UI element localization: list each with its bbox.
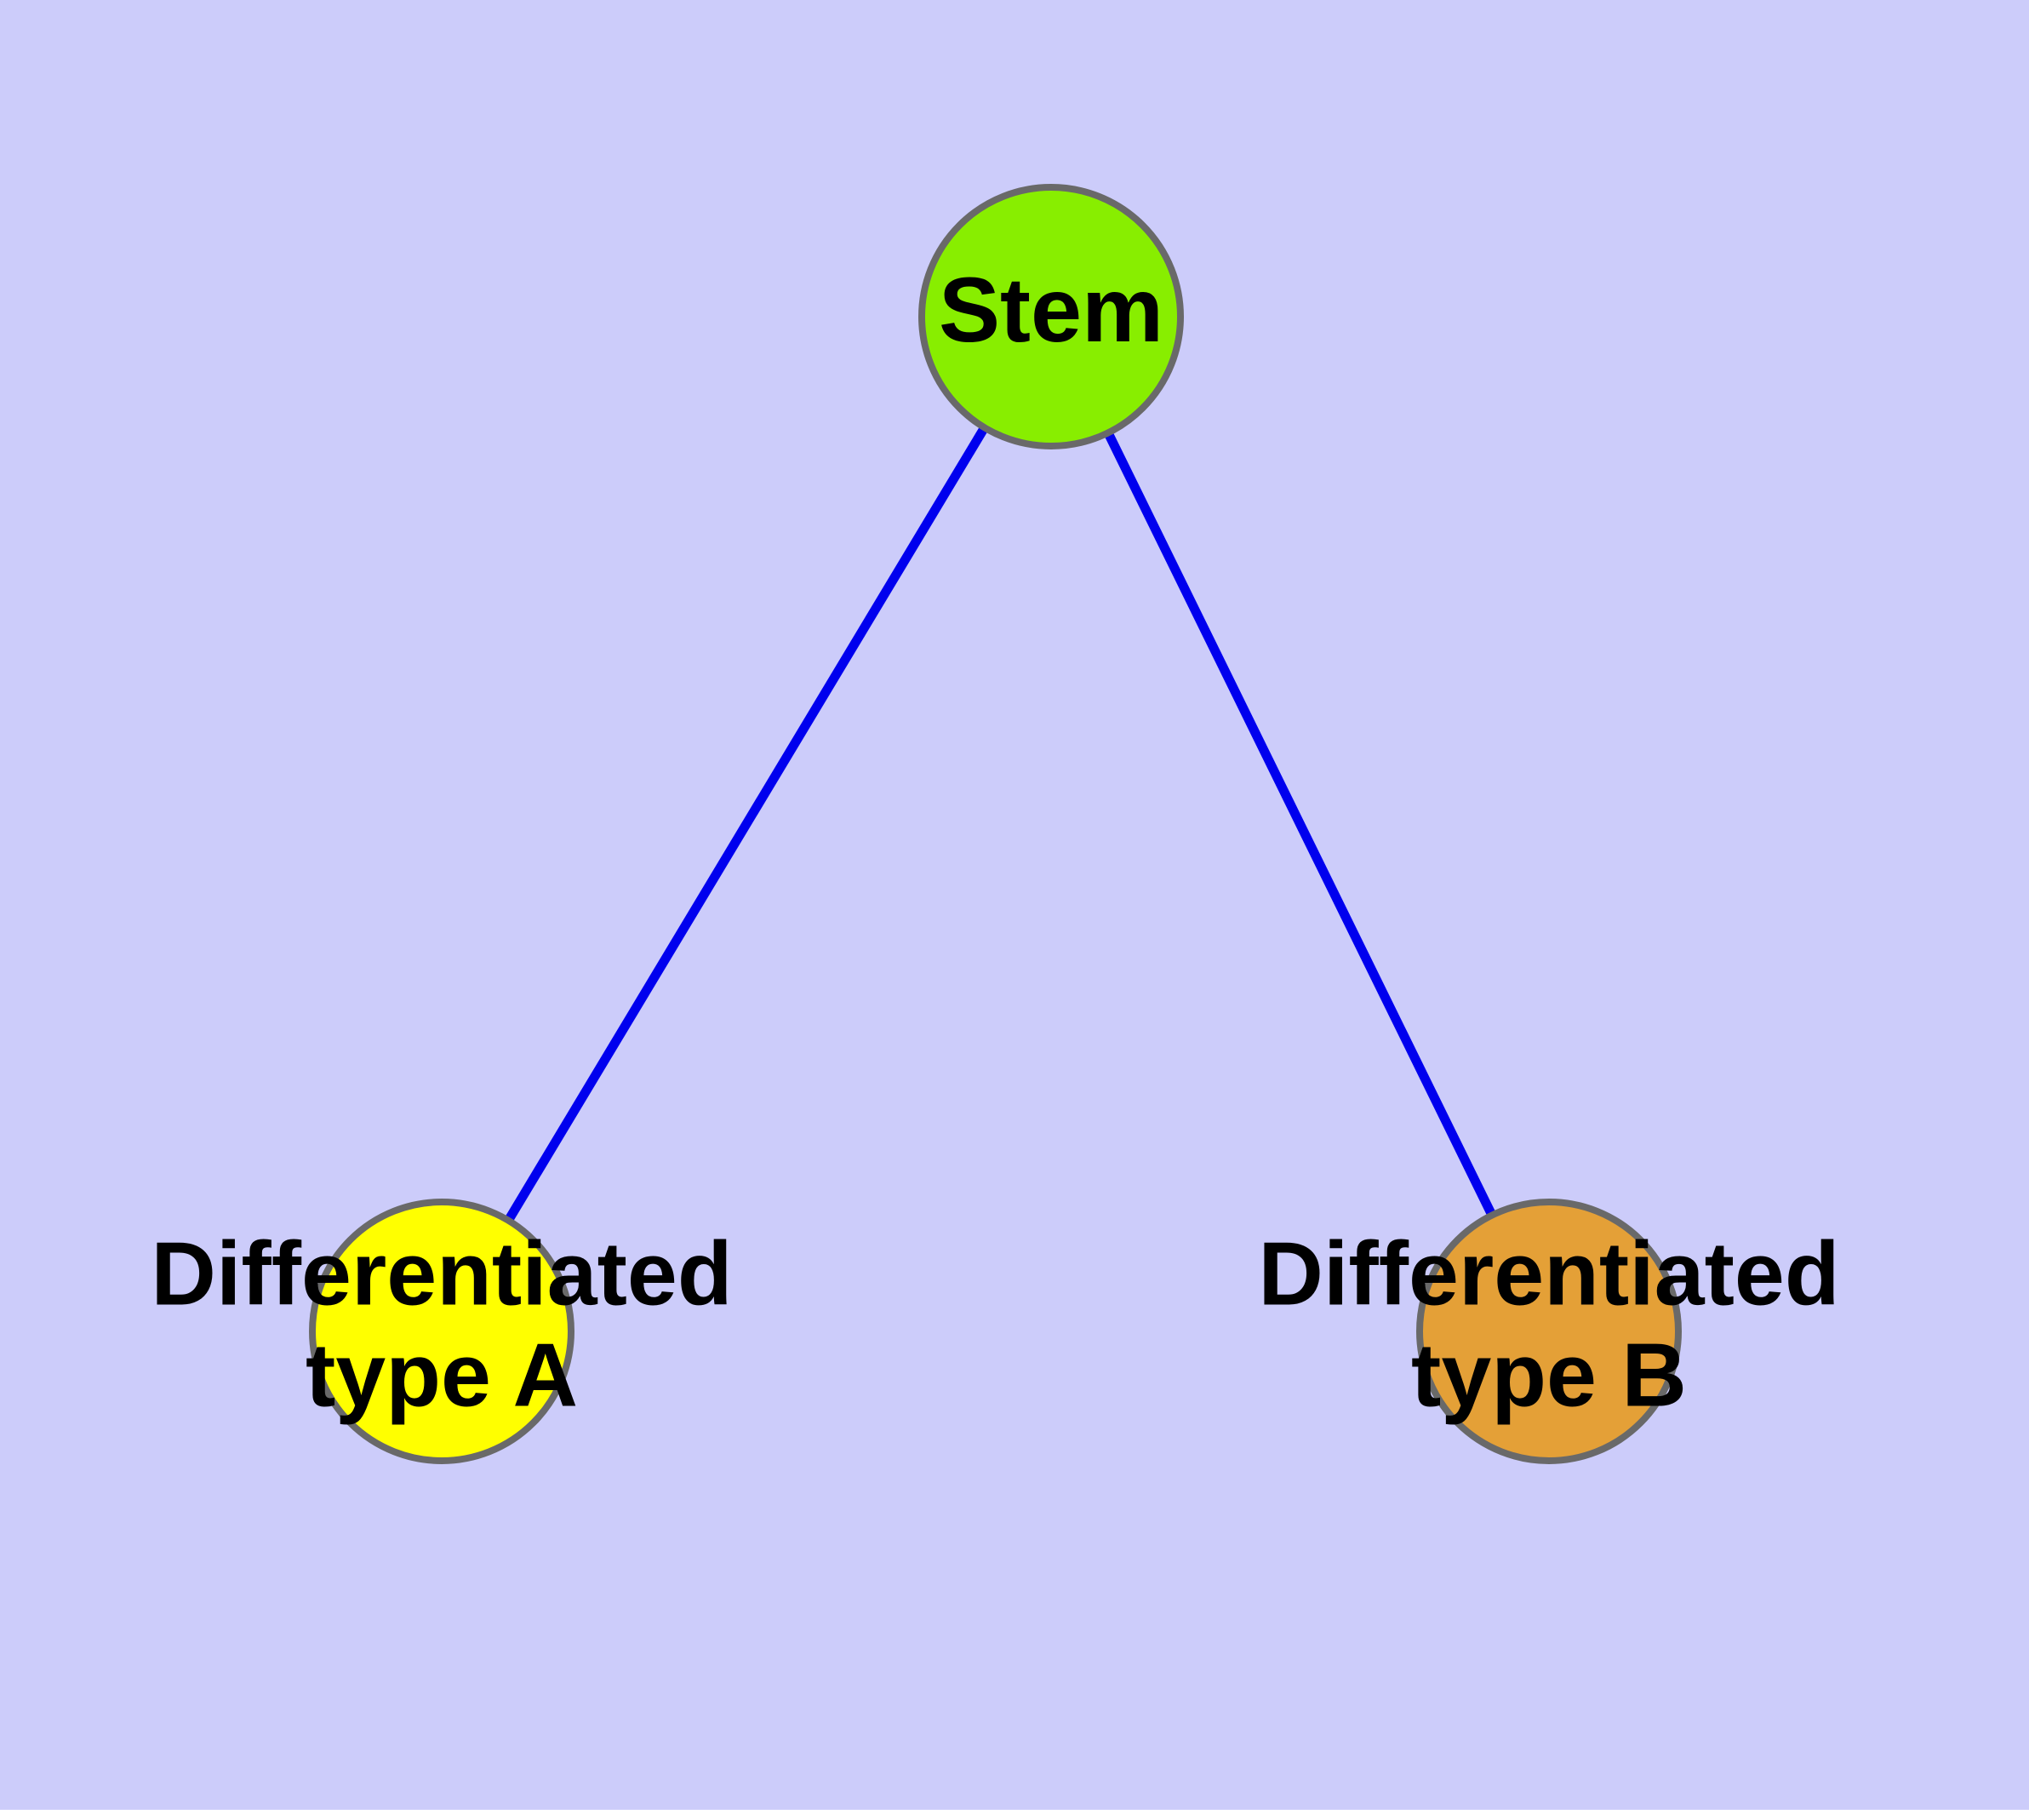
- edge-stem-diff-b[interactable]: [1103, 429, 1497, 1219]
- node-circle-diff_a[interactable]: [309, 1199, 574, 1464]
- edge-stem-diff-a[interactable]: [503, 423, 990, 1225]
- node-circle-stem[interactable]: [918, 184, 1184, 449]
- node-label-stem: Stem: [939, 258, 1163, 361]
- node-label-line: Stem: [939, 258, 1163, 361]
- node-label-line: type B: [1411, 1325, 1687, 1425]
- node-label-line: Differentiated: [151, 1224, 732, 1325]
- node-circle-diff_b[interactable]: [1416, 1199, 1682, 1464]
- node-label-line: Differentiated: [1258, 1224, 1839, 1325]
- graph-node-stem[interactable]: Stem: [918, 184, 1184, 449]
- edges-layer: [503, 423, 1497, 1225]
- node-label-line: type A: [306, 1325, 578, 1425]
